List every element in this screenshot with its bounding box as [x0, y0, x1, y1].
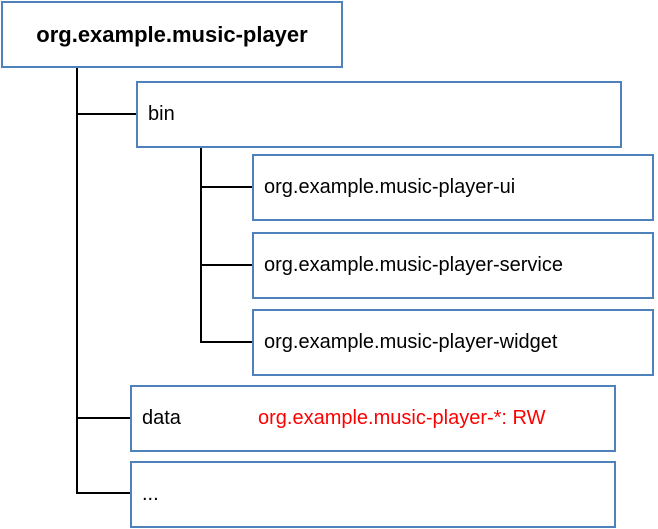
bin-child-widget-label: org.example.music-player-widget [264, 331, 558, 353]
data-folder-node: data [130, 385, 616, 452]
bin-child-ui-label: org.example.music-player-ui [264, 176, 516, 198]
connector-bin-to-widget [200, 341, 252, 343]
connector-root-trunk [76, 67, 78, 493]
data-folder-label: data [142, 407, 181, 429]
connector-bin-to-service [200, 264, 252, 266]
connector-bin-trunk [200, 147, 202, 342]
more-label: ... [142, 483, 159, 505]
bin-child-widget-node: org.example.music-player-widget [252, 309, 654, 376]
bin-folder-label: bin [148, 103, 175, 125]
connector-root-to-data [76, 417, 130, 419]
connector-root-to-more [76, 492, 130, 494]
connector-root-to-bin [76, 113, 136, 115]
bin-child-ui-node: org.example.music-player-ui [252, 154, 654, 221]
more-node: ... [130, 461, 616, 528]
connector-bin-to-ui [200, 186, 252, 188]
root-package-node: org.example.music-player [1, 1, 343, 68]
data-permission-note: org.example.music-player-*: RW [258, 407, 546, 429]
bin-child-service-label: org.example.music-player-service [264, 254, 563, 276]
bin-folder-node: bin [136, 81, 622, 148]
root-package-label: org.example.music-player [36, 21, 308, 47]
bin-child-service-node: org.example.music-player-service [252, 232, 654, 299]
